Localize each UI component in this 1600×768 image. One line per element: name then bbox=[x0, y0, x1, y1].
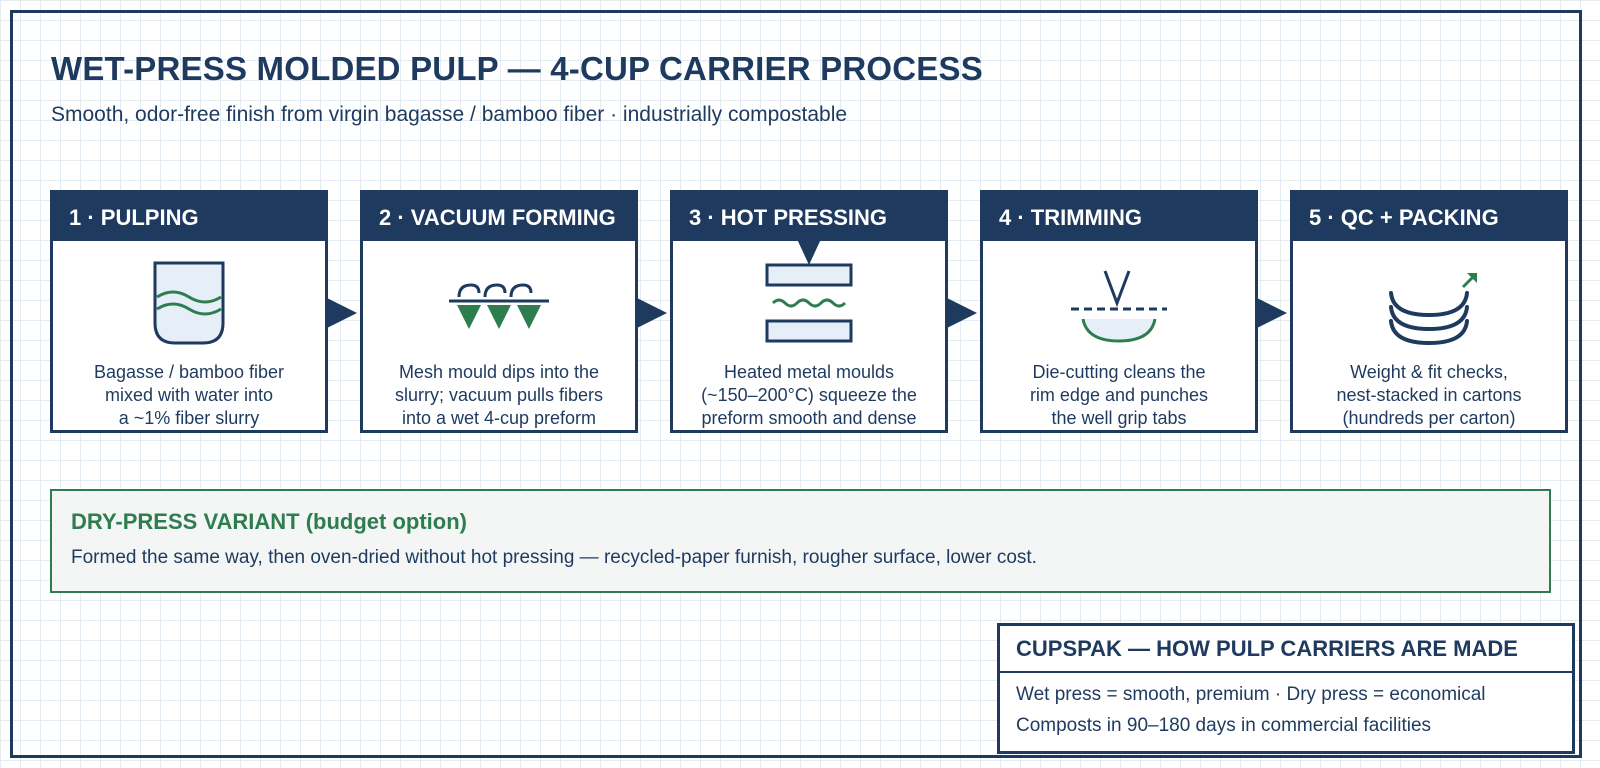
page-title: WET-PRESS MOLDED PULP — 4-CUP CARRIER PR… bbox=[51, 50, 983, 87]
flow-arrow-1-2 bbox=[327, 298, 357, 328]
mesh-mould-icon bbox=[363, 241, 635, 369]
info-box: CUPSPAK — HOW PULP CARRIERS ARE MADE Wet… bbox=[997, 623, 1575, 754]
step-description: Heated metal moulds (~150–200°C) squeeze… bbox=[701, 362, 917, 428]
step-vacuum-forming: 2 · VACUUM FORMING Mesh mould dips into … bbox=[360, 190, 638, 433]
variant-title: DRY-PRESS VARIANT (budget option) bbox=[71, 509, 467, 534]
variant-description: Formed the same way, then oven-dried wit… bbox=[71, 547, 1037, 568]
pulp-vat-icon bbox=[53, 241, 325, 369]
info-title: CUPSPAK — HOW PULP CARRIERS ARE MADE bbox=[1000, 626, 1572, 673]
step-label: 2 · VACUUM FORMING bbox=[363, 193, 635, 241]
step-label: 5 · QC + PACKING bbox=[1293, 193, 1565, 241]
step-trimming: 4 · TRIMMING Die-cutting cleans the rim … bbox=[980, 190, 1258, 433]
heated-press-icon bbox=[673, 239, 945, 367]
page-subtitle: Smooth, odor-free finish from virgin bag… bbox=[51, 103, 848, 126]
flow-arrow-4-5 bbox=[1257, 298, 1287, 328]
step-description: Die-cutting cleans the rim edge and punc… bbox=[1029, 362, 1209, 428]
die-cutter-icon bbox=[983, 241, 1255, 369]
step-pulping: 1 · PULPING Bagasse / bamboo fiber mixed… bbox=[50, 190, 328, 433]
info-line-press-types: Wet press = smooth, premium · Dry press … bbox=[1016, 684, 1486, 705]
flow-arrow-3-4 bbox=[947, 298, 977, 328]
flow-arrow-2-3 bbox=[637, 298, 667, 328]
step-label: 4 · TRIMMING bbox=[983, 193, 1255, 241]
step-hot-pressing: 3 · HOT PRESSING Heated metal moulds (~1… bbox=[670, 190, 948, 433]
step-description: Bagasse / bamboo fiber mixed with water … bbox=[93, 362, 285, 428]
diagram-frame bbox=[10, 10, 1582, 758]
step-label: 1 · PULPING bbox=[53, 193, 325, 241]
step-description: Mesh mould dips into the slurry; vacuum … bbox=[394, 362, 604, 428]
step-label: 3 · HOT PRESSING bbox=[673, 193, 945, 241]
step-qc-packing: 5 · QC + PACKING Weight & fit checks, ne… bbox=[1290, 190, 1568, 433]
stacked-carriers-icon bbox=[1293, 241, 1565, 369]
dry-press-variant-box: DRY-PRESS VARIANT (budget option) Formed… bbox=[50, 489, 1551, 593]
info-line-compost: Composts in 90–180 days in commercial fa… bbox=[1016, 715, 1432, 736]
step-description: Weight & fit checks, nest-stacked in car… bbox=[1336, 362, 1522, 428]
